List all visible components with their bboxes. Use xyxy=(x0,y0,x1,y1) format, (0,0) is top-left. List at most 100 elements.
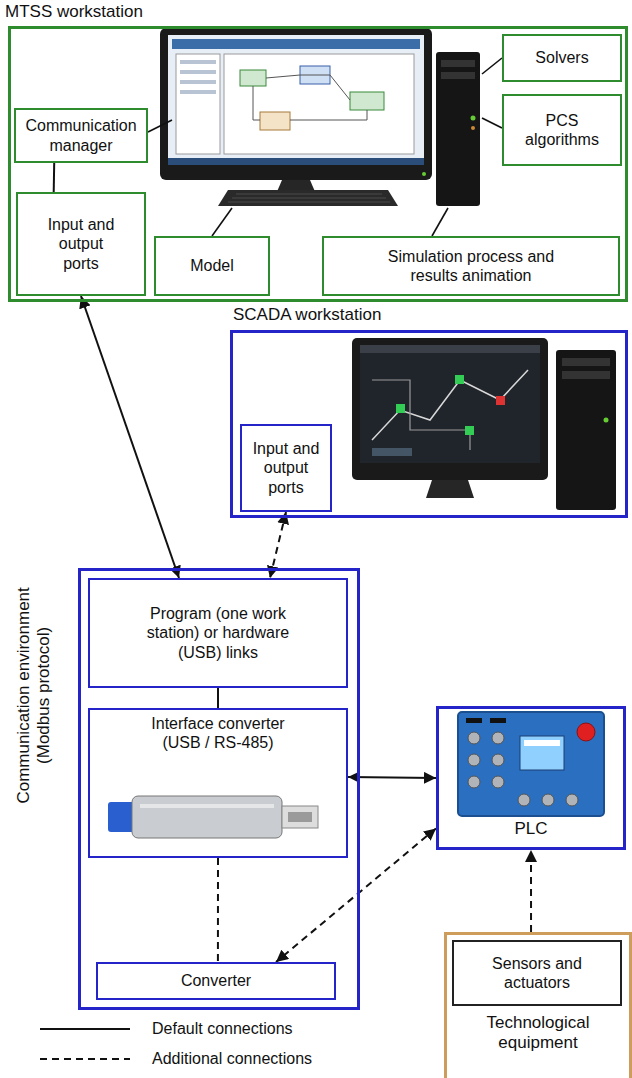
plc-picture-part xyxy=(466,718,482,723)
software-module-box: Communication manager xyxy=(14,108,148,163)
scada-monitor-part xyxy=(360,345,540,353)
scada-tower-part xyxy=(604,418,609,423)
converter-box: Converter xyxy=(96,962,336,1000)
frame-heading: MTSS workstation xyxy=(5,2,143,22)
scada-tower xyxy=(556,350,616,510)
plc-picture xyxy=(458,712,604,816)
box-label: Sensors and actuators xyxy=(482,954,592,992)
computer-wires-part xyxy=(212,208,232,236)
plc-picture-part xyxy=(468,732,480,744)
workstation-frame: MTSS workstationCommunication managerInp… xyxy=(8,26,628,302)
plc-picture-part xyxy=(490,718,506,723)
scada-monitor-part xyxy=(455,375,464,384)
software-module-box: Solvers xyxy=(502,34,622,82)
mtss-monitor-part xyxy=(176,54,220,154)
box-label: Simulation process and results animation xyxy=(371,247,571,285)
software-module-box: PCS algorithms xyxy=(502,94,622,166)
legend-line xyxy=(40,1028,130,1030)
plc-picture-part xyxy=(518,794,530,806)
scada-monitor-part xyxy=(352,338,548,480)
usb-converter-picture-part xyxy=(282,806,318,828)
connection-line xyxy=(348,777,436,778)
scada-tower-part xyxy=(562,371,610,379)
usb-converter-picture-part xyxy=(132,796,282,838)
environment-frame: Communication environment (Modbus protoc… xyxy=(78,568,360,1010)
mtss-tower-part xyxy=(441,72,475,79)
connection-line xyxy=(217,688,219,708)
usb-converter-picture-part xyxy=(288,812,312,822)
scada-monitor-part xyxy=(372,448,412,456)
plc-picture-part xyxy=(468,754,480,766)
plc-picture-part xyxy=(492,754,504,766)
connection-line xyxy=(53,163,56,192)
converter-box: Interface converter (USB / RS-485) xyxy=(88,708,348,858)
box-label: Program (one work station) or hardware (… xyxy=(133,604,303,662)
computer-wires-part xyxy=(482,118,502,128)
plc-picture-part xyxy=(458,712,604,816)
legend-item: Additional connections xyxy=(40,1044,312,1074)
connection-line xyxy=(530,850,532,932)
mtss-monitor-part xyxy=(180,60,216,64)
frame-heading: SCADA workstation xyxy=(233,305,381,325)
legend-line-sample xyxy=(40,1053,132,1065)
mtss-monitor-part xyxy=(218,190,398,206)
box-label: Input and output ports xyxy=(247,439,325,497)
legend: Default connectionsAdditional connection… xyxy=(40,1014,312,1074)
mtss-tower-part xyxy=(471,116,476,121)
plc-picture-part xyxy=(492,732,504,744)
legend-line xyxy=(40,1058,130,1060)
computer-wires xyxy=(148,58,502,236)
plc-picture-part xyxy=(524,740,560,746)
mtss-monitor-part xyxy=(422,172,426,176)
scada-monitor-part xyxy=(496,396,505,405)
usb-converter-picture xyxy=(108,796,318,838)
box-label: Solvers xyxy=(535,48,588,67)
plc-picture-part xyxy=(566,794,578,806)
mtss-monitor-part xyxy=(228,194,390,202)
legend-text: Default connections xyxy=(152,1019,293,1038)
scada-monitor-part xyxy=(465,426,474,435)
mtss-monitor-part xyxy=(290,110,367,120)
mtss-monitor-part xyxy=(253,86,260,120)
scada-monitor-part xyxy=(426,480,474,498)
software-module-box: Model xyxy=(154,236,270,296)
mtss-monitor xyxy=(160,28,432,206)
box-label: PCS algorithms xyxy=(520,111,605,149)
workstation-frame: SCADA workstationInput and output ports xyxy=(230,330,628,518)
mtss-monitor-part xyxy=(240,70,266,86)
equipment-frame: Technological equipmentSensors and actua… xyxy=(444,932,632,1078)
box-label: Communication manager xyxy=(21,116,141,154)
scada-tower-part xyxy=(556,350,616,510)
scada-monitor-part xyxy=(372,380,470,450)
link-box: Program (one work station) or hardware (… xyxy=(88,578,348,688)
mtss-monitor-part xyxy=(180,70,216,74)
connection-line xyxy=(81,296,179,578)
device-box: Sensors and actuators xyxy=(452,940,622,1006)
plc-picture-part xyxy=(468,776,480,788)
box-label: Model xyxy=(190,256,234,275)
scada-tower-part xyxy=(562,358,610,366)
legend-text: Additional connections xyxy=(152,1049,312,1068)
mtss-monitor-part xyxy=(168,158,424,165)
box-label: Interface converter (USB / RS-485) xyxy=(133,714,303,752)
port-box: Input and output ports xyxy=(16,192,146,296)
scada-monitor-part xyxy=(396,404,405,413)
mtss-tower-part xyxy=(471,126,475,130)
mtss-tower-part xyxy=(441,60,475,67)
mtss-monitor-part xyxy=(224,54,414,154)
frame-heading: Communication environment (Modbus protoc… xyxy=(14,565,55,825)
box-label: Input and output ports xyxy=(41,215,121,273)
port-box: Input and output ports xyxy=(240,424,332,512)
computer-wires-part xyxy=(148,120,172,132)
computer-wires-part xyxy=(432,208,448,236)
plc-picture-part xyxy=(492,776,504,788)
software-module-box: Simulation process and results animation xyxy=(322,236,620,296)
computer-wires-part xyxy=(482,58,502,74)
legend-line-sample xyxy=(40,1023,132,1035)
plc-picture-part xyxy=(520,736,564,770)
connection-line xyxy=(276,828,436,962)
mtss-monitor-part xyxy=(180,80,216,84)
connection-line xyxy=(217,858,219,962)
box-label: Converter xyxy=(181,971,251,990)
